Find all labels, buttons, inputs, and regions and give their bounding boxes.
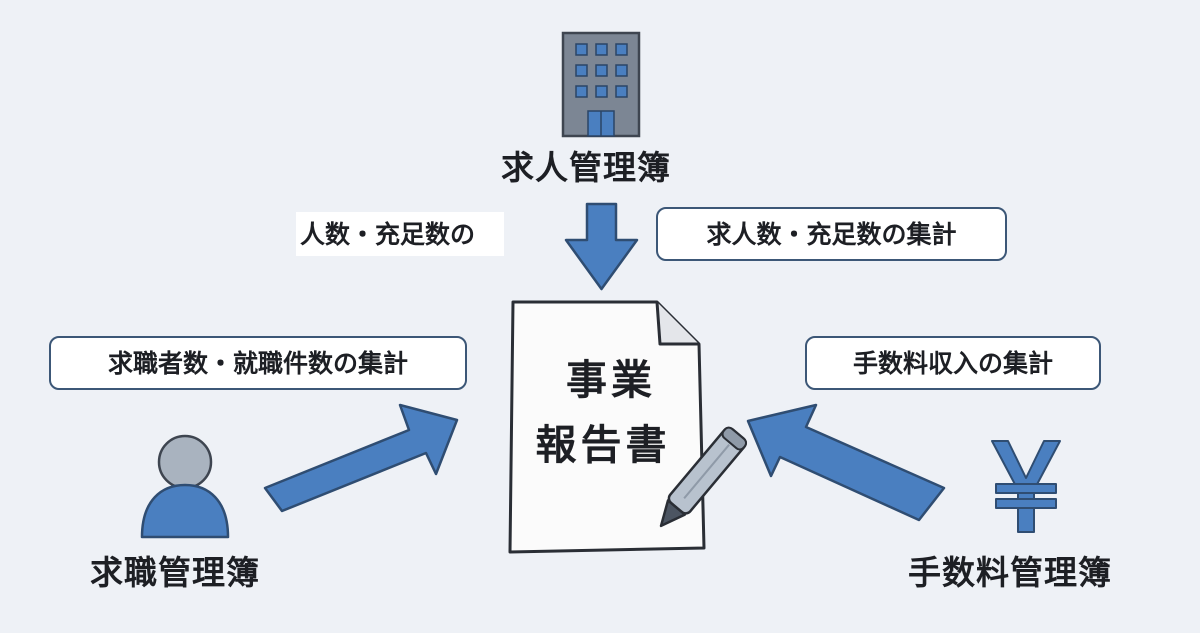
- arrow-from-job-seekers: [263, 403, 459, 513]
- aggregation-fragment-job-offers: 人数・充足数の: [296, 212, 504, 256]
- source-label-job-offers: 求人管理簿: [501, 148, 671, 187]
- building-icon: [561, 31, 641, 138]
- pen-icon: [659, 426, 748, 528]
- source-label-job-seekers: 求職管理簿: [90, 553, 260, 592]
- arrow-from-fees: [746, 403, 946, 522]
- yen-icon: [991, 440, 1061, 533]
- report-title-line2: 報告書: [535, 421, 671, 469]
- aggregation-pill-job-offers: 求人数・充足数の集計: [656, 207, 1007, 261]
- aggregation-pill-job-seekers: 求職者数・就職件数の集計: [49, 336, 467, 390]
- arrow-down: [564, 202, 639, 291]
- report-title-line1: 事業: [566, 356, 656, 404]
- aggregation-pill-fees: 手数料収入の集計: [805, 336, 1101, 390]
- document-icon: [508, 300, 706, 554]
- person-icon: [140, 434, 230, 539]
- source-label-fees: 手数料管理簿: [908, 553, 1112, 592]
